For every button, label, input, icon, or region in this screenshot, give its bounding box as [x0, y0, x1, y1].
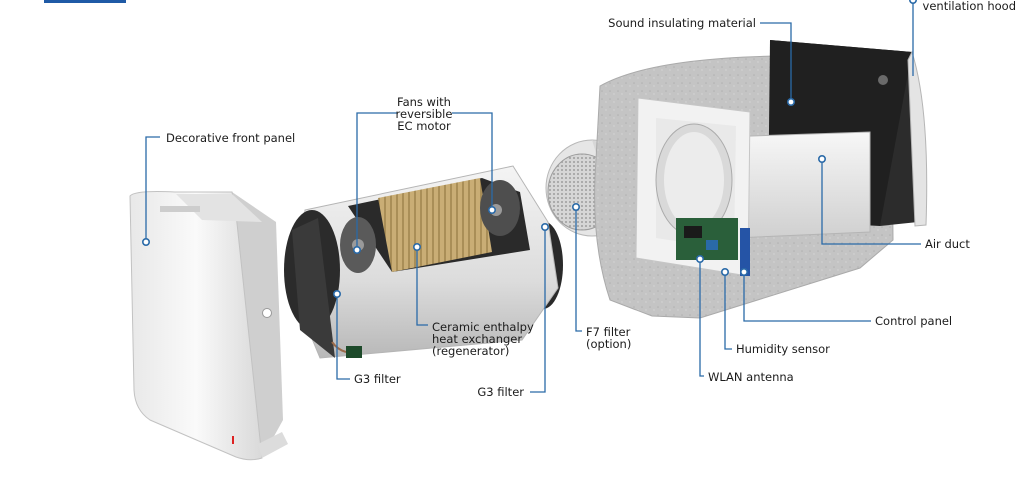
leader-humidity-sensor [724, 272, 732, 350]
leader-fans-left [356, 112, 397, 250]
label-control-panel: Control panel [875, 314, 953, 328]
leader-ceramic [416, 247, 428, 326]
label-humidity-sensor: Humidity sensor [736, 342, 830, 356]
leader-air-duct [821, 159, 921, 245]
leader-fans-left-anchor-dot [352, 246, 361, 255]
leader-lines [142, 0, 921, 393]
cassette-drawing [284, 165, 563, 359]
leader-ceramic-anchor-dot [412, 243, 421, 252]
leader-g3-right [530, 227, 546, 393]
label-air-duct: Air duct [925, 237, 970, 251]
leader-wlan-antenna-anchor-dot [695, 255, 704, 264]
leader-sound-insulating [760, 22, 792, 102]
leader-air-duct-anchor-dot [817, 155, 826, 164]
leader-control-panel-anchor-dot [739, 267, 748, 276]
label-ceramic-line3: (regenerator) [432, 344, 510, 358]
leader-wlan-antenna [699, 259, 704, 377]
leader-front-panel-anchor-dot [142, 238, 151, 247]
corner-badge [44, 0, 126, 3]
label-ceramic-heat-exchanger: Ceramic enthalpy heat exchanger (regener… [432, 321, 534, 357]
label-fans: Fans with reversible EC motor [378, 96, 470, 132]
label-g3-filter-left: G3 filter [354, 372, 401, 386]
leader-f7-filter [575, 207, 582, 332]
label-fans-line1: Fans with [397, 95, 451, 109]
front-panel-drawing [129, 191, 288, 461]
leader-fans-right [452, 112, 493, 210]
leader-fans-right-anchor-dot [487, 206, 496, 215]
label-f7-filter: F7 filter (option) [586, 326, 631, 350]
leader-g3-left [336, 294, 350, 380]
leader-control-panel [743, 272, 871, 322]
label-sound-insulating-material: Sound insulating material [608, 16, 756, 30]
label-g3-filter-right: G3 filter [477, 385, 524, 399]
label-ceramic-line2: heat exchanger [432, 332, 523, 346]
label-fans-line3: EC motor [397, 119, 451, 133]
leader-humidity-sensor-anchor-dot [720, 267, 729, 276]
label-decorative-front-panel: Decorative front panel [166, 131, 296, 145]
label-ceramic-line1: Ceramic enthalpy [432, 320, 534, 334]
leader-g3-left-anchor-dot [332, 289, 341, 298]
label-f7-line1: F7 filter [586, 325, 631, 339]
leader-g3-right-anchor-dot [540, 223, 549, 232]
label-ventilation-hood: ventilation hood [922, 0, 1016, 13]
leader-sound-insulating-anchor-dot [786, 98, 795, 107]
leader-front-panel [145, 136, 160, 242]
label-wlan-antenna: WLAN antenna [708, 370, 794, 384]
label-fans-line2: reversible [395, 107, 453, 121]
wall-assembly-drawing [594, 40, 928, 319]
leader-ventilation-hood-anchor-dot [909, 0, 917, 4]
label-f7-line2: (option) [586, 337, 632, 351]
leader-f7-filter-anchor-dot [571, 203, 580, 212]
